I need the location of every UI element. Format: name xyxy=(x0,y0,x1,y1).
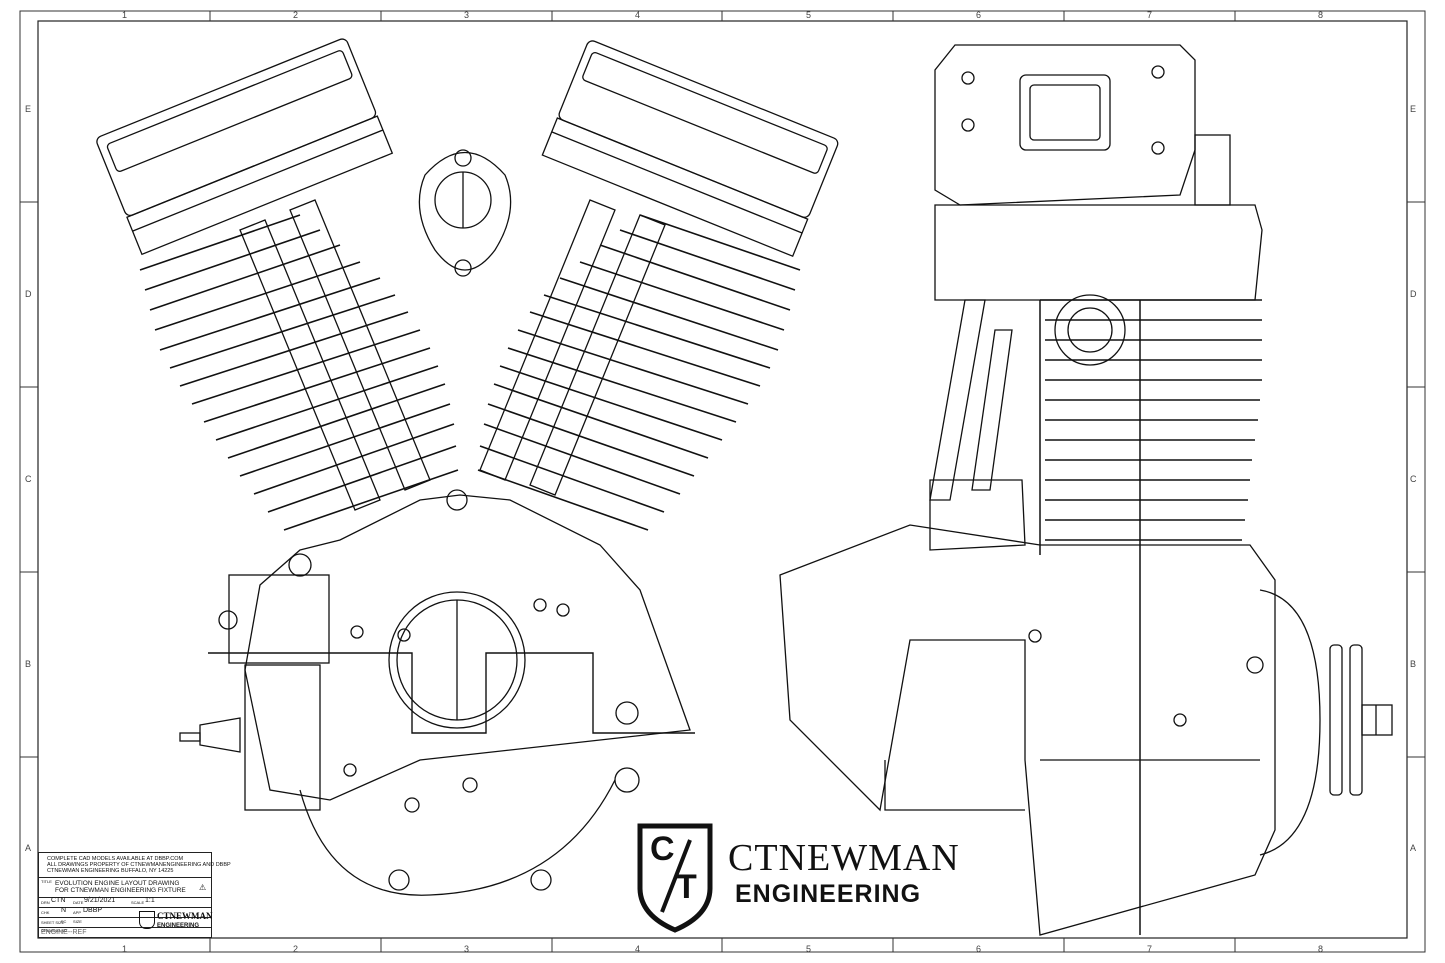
drawing-number: ENGINE--REF xyxy=(41,929,87,936)
logo-monogram-c: C xyxy=(650,830,675,868)
zone-label-8-bottom: 8 xyxy=(1318,944,1324,954)
drawing-title-line-1: EVOLUTION ENGINE LAYOUT DRAWING xyxy=(55,880,180,887)
notice-line-3: CTNEWMAN ENGINEERING BUFFALO, NY 14225 xyxy=(47,868,174,874)
drawing-date: 9/21/2021 xyxy=(84,897,116,904)
left-pushrods xyxy=(239,199,431,511)
zone-label-b-left: B xyxy=(25,659,32,669)
zone-label-4: 4 xyxy=(635,10,641,20)
side-sprocket xyxy=(1329,644,1393,796)
right-pushrods xyxy=(479,199,666,496)
side-pushrods xyxy=(929,299,1013,501)
side-cylinder-head xyxy=(934,134,1263,366)
zone-label-a-right: A xyxy=(1410,843,1417,853)
right-cylinder-fins xyxy=(477,214,801,531)
drawing-scale: 1:1 xyxy=(145,897,155,904)
intake-flange xyxy=(418,149,512,277)
zone-label-1: 1 xyxy=(122,10,128,20)
drawing-no-label: DRAWING NO. xyxy=(41,928,69,933)
zone-label-5-bottom: 5 xyxy=(806,944,812,954)
title-block-logo-icon xyxy=(139,911,155,929)
zone-label-6-bottom: 6 xyxy=(976,944,982,954)
drawing-title-line-2: FOR CTNEWMAN ENGINEERING FIXTURE xyxy=(55,887,186,894)
zone-label-e-left: E xyxy=(25,104,32,114)
checker: N xyxy=(61,907,67,914)
zone-label-7-bottom: 7 xyxy=(1147,944,1153,954)
engine-front-view xyxy=(96,38,839,896)
logo-brand-sub: ENGINEERING xyxy=(735,880,922,908)
shield-icon xyxy=(637,823,713,933)
drawn-label: DRN xyxy=(41,900,50,905)
logo-monogram-t: T xyxy=(676,868,697,906)
mark-fc: FC xyxy=(61,919,67,924)
warning-icon: ⚠ xyxy=(199,883,207,892)
title-block-brand-name: CTNEWMAN xyxy=(157,911,213,921)
zone-label-5: 5 xyxy=(806,10,812,20)
sheet-size-label: SHEET SIZE xyxy=(41,920,65,925)
zone-label-b-right: B xyxy=(1410,659,1417,669)
title-block-brand-sub: ENGINEERING xyxy=(157,923,200,929)
side-rocker-cover xyxy=(934,44,1196,206)
checker-label: CHK xyxy=(41,910,50,915)
title-label: TITLE xyxy=(41,879,52,884)
zone-label-a-left: A xyxy=(25,843,32,853)
logo-brand-name: CTNEWMAN xyxy=(728,837,960,879)
notice-line-1: COMPLETE CAD MODELS AVAILABLE AT DBBP.CO… xyxy=(47,856,184,862)
drawn-by: CTN xyxy=(51,897,66,904)
zone-label-7: 7 xyxy=(1147,10,1153,20)
title-block: COMPLETE CAD MODELS AVAILABLE AT DBBP.CO… xyxy=(38,852,231,938)
approval: DBBP xyxy=(83,907,103,914)
zone-ticks xyxy=(20,11,1425,952)
notice-line-2: ALL DRAWINGS PROPERTY OF CTNEWMANENGINEE… xyxy=(47,862,231,868)
mark-size: SIZE xyxy=(73,919,82,924)
zone-label-d-left: D xyxy=(25,289,32,299)
side-cylinder-fins xyxy=(1039,299,1262,935)
brand-logo xyxy=(637,823,713,933)
zone-label-2: 2 xyxy=(293,10,299,20)
zone-label-c-left: C xyxy=(25,474,32,484)
zone-label-6: 6 xyxy=(976,10,982,20)
left-accessory xyxy=(179,574,330,811)
zone-label-d-right: D xyxy=(1410,289,1417,299)
approval-label: APP xyxy=(73,910,82,915)
zone-label-3-bottom: 3 xyxy=(464,944,470,954)
crankcase xyxy=(244,489,691,896)
side-crankcase xyxy=(779,479,1321,936)
outer-border xyxy=(19,10,1426,953)
right-rocker-box xyxy=(541,40,839,258)
zone-label-e-right: E xyxy=(1410,104,1417,114)
slash-icon xyxy=(660,839,692,913)
reference-line xyxy=(208,652,695,734)
engine-side-view xyxy=(779,44,1393,936)
zone-label-1-bottom: 1 xyxy=(122,944,128,954)
zone-label-8: 8 xyxy=(1318,10,1324,20)
zone-label-2-bottom: 2 xyxy=(293,944,299,954)
zone-label-4-bottom: 4 xyxy=(635,944,641,954)
scale-label: SCALE xyxy=(131,900,145,905)
zone-label-3: 3 xyxy=(464,10,470,20)
zone-label-c-right: C xyxy=(1410,474,1417,484)
left-rocker-box xyxy=(96,38,394,256)
date-label: DATE xyxy=(73,900,84,905)
